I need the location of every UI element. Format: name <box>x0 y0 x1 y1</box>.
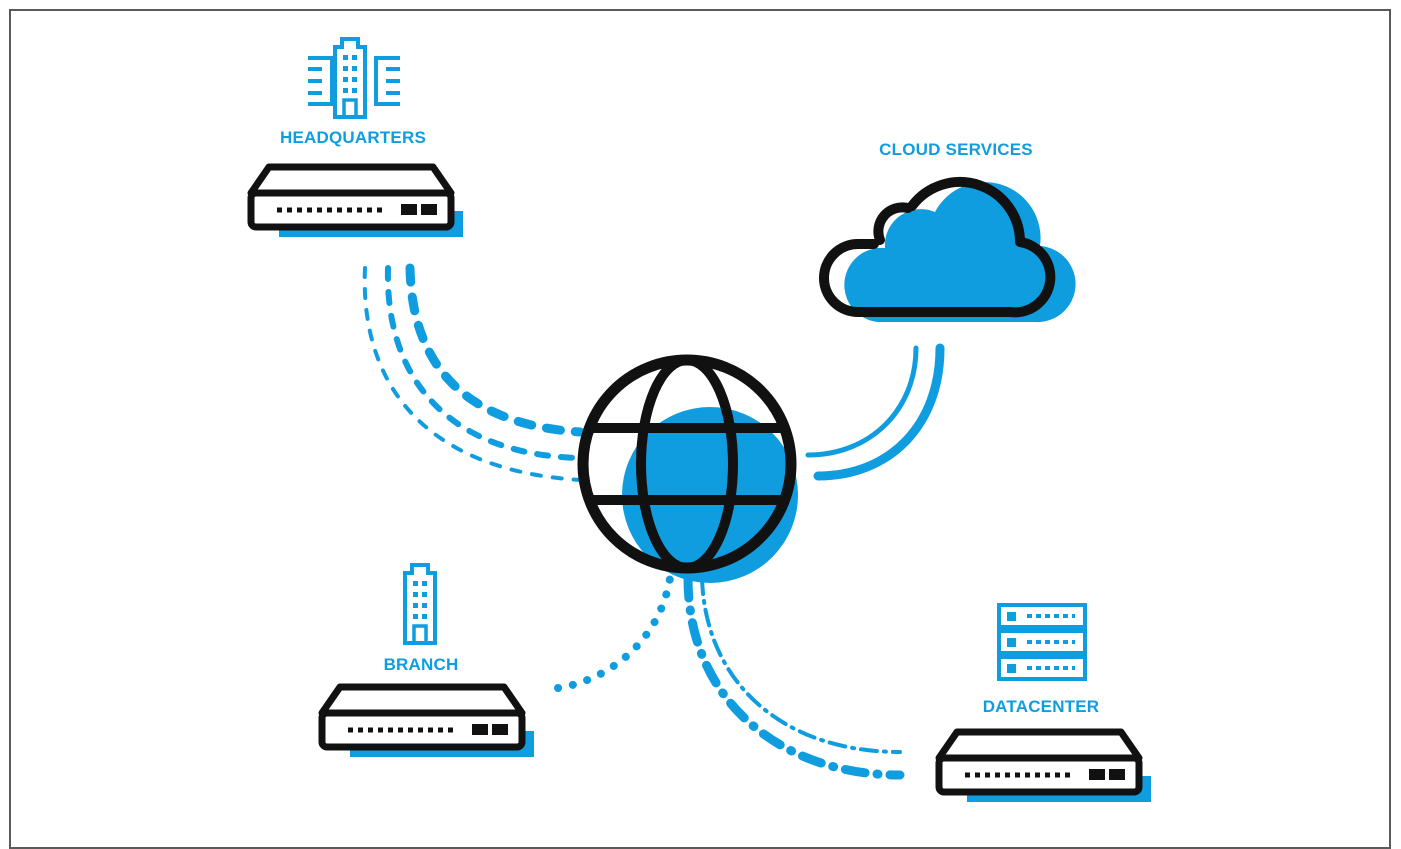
network-diagram <box>0 37 1401 825</box>
headquarters-appliance <box>251 167 463 237</box>
link-branch-internet <box>554 574 674 692</box>
building-icon <box>403 563 437 645</box>
link-headquarters-internet <box>362 263 585 482</box>
globe-icon <box>577 354 798 583</box>
branch-appliance <box>322 687 534 757</box>
headquarters-label: HEADQUARTERS <box>280 128 426 147</box>
branch-label: BRANCH <box>383 655 459 674</box>
server-rack-icon <box>997 603 1087 681</box>
cloud-services-label: CLOUD SERVICES <box>879 140 1033 159</box>
datacenter-label: DATACENTER <box>982 697 1100 716</box>
link-cloud-internet <box>805 343 945 481</box>
office-building-icon <box>306 37 402 119</box>
datacenter-appliance <box>939 732 1151 802</box>
cloud-icon <box>819 177 1076 323</box>
link-datacenter-internet <box>683 573 905 780</box>
